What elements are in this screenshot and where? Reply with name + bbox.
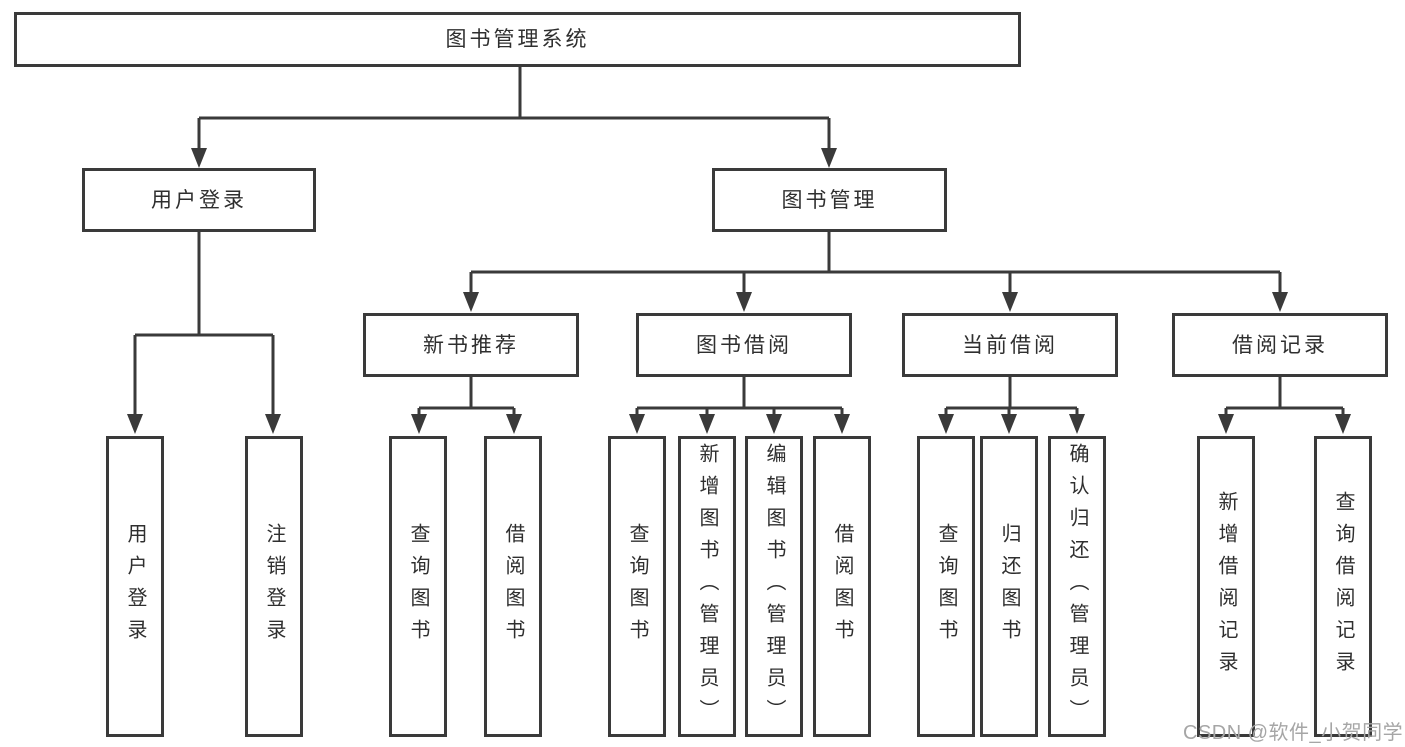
arrowhead: [506, 414, 522, 434]
arrowhead: [1218, 414, 1234, 434]
arrowhead: [1272, 292, 1288, 312]
node-new-book-recommend: 新书推荐: [363, 313, 579, 377]
arrowhead: [1001, 414, 1017, 434]
leaf-logout: 注销登录: [245, 436, 303, 737]
leaf-query-borrow-record-label: 查询借阅记录: [1332, 490, 1354, 683]
leaf-query-books-2: 查询图书: [608, 436, 666, 737]
arrowhead: [191, 148, 207, 168]
node-user-login: 用户登录: [82, 168, 316, 232]
arrowhead: [699, 414, 715, 434]
connector-userlogin-to-leaves: [133, 232, 275, 416]
leaf-add-books-admin: 新增图书（管理员）: [678, 436, 736, 737]
leaf-query-books-2-label: 查询图书: [626, 522, 648, 651]
connector-bookmgmt-to-level3: [469, 232, 1282, 294]
arrowhead: [1069, 414, 1085, 434]
node-borrowing-records: 借阅记录: [1172, 313, 1388, 377]
arrowhead: [938, 414, 954, 434]
leaf-query-books-1: 查询图书: [389, 436, 447, 737]
leaf-return-books-label: 归还图书: [998, 522, 1020, 651]
leaf-user-login-label: 用户登录: [124, 522, 146, 651]
node-book-borrowing: 图书借阅: [636, 313, 852, 377]
leaf-edit-books-admin: 编辑图书（管理员）: [745, 436, 803, 737]
connector-bookborrow-to-leaves: [635, 377, 844, 416]
node-root-label: 图书管理系统: [445, 28, 590, 51]
leaf-query-borrow-record: 查询借阅记录: [1314, 436, 1372, 737]
node-book-management-label: 图书管理: [781, 188, 878, 212]
node-borrowing-records-label: 借阅记录: [1232, 333, 1328, 357]
leaf-logout-label: 注销登录: [263, 522, 285, 651]
node-book-management: 图书管理: [712, 168, 947, 232]
leaf-borrow-books-2-label: 借阅图书: [831, 522, 853, 651]
leaf-confirm-return-admin: 确认归还（管理员）: [1048, 436, 1106, 737]
leaf-user-login: 用户登录: [106, 436, 164, 737]
connector-root-to-level2: [197, 67, 831, 150]
leaf-borrow-books-1: 借阅图书: [484, 436, 542, 737]
arrowhead: [1002, 292, 1018, 312]
arrowhead: [834, 414, 850, 434]
leaf-query-books-3-label: 查询图书: [935, 522, 957, 651]
arrowhead: [629, 414, 645, 434]
arrowhead: [821, 148, 837, 168]
leaf-borrow-books-2: 借阅图书: [813, 436, 871, 737]
node-book-borrowing-label: 图书借阅: [696, 333, 792, 357]
node-new-book-recommend-label: 新书推荐: [423, 333, 519, 357]
leaf-return-books: 归还图书: [980, 436, 1038, 737]
arrowhead: [1335, 414, 1351, 434]
leaf-add-borrow-record: 新增借阅记录: [1197, 436, 1255, 737]
connector-newbook-to-leaves: [417, 377, 516, 416]
node-root-system: 图书管理系统: [14, 12, 1021, 67]
arrowhead: [736, 292, 752, 312]
leaf-add-books-admin-label: 新增图书（管理员）: [696, 442, 718, 731]
leaf-edit-books-admin-label: 编辑图书（管理员）: [763, 442, 785, 731]
node-current-borrowing: 当前借阅: [902, 313, 1118, 377]
node-user-login-label: 用户登录: [151, 188, 247, 212]
arrowhead: [463, 292, 479, 312]
connector-borrowrecords-to-leaves: [1224, 377, 1345, 416]
csdn-watermark: CSDN @软件_小贺同学: [1183, 722, 1404, 744]
node-current-borrowing-label: 当前借阅: [962, 333, 1058, 357]
arrowhead: [127, 414, 143, 434]
arrowhead: [265, 414, 281, 434]
arrowhead: [766, 414, 782, 434]
arrowhead: [411, 414, 427, 434]
leaf-borrow-books-1-label: 借阅图书: [502, 522, 524, 651]
connector-currentborrow-to-leaves: [944, 377, 1079, 416]
leaf-add-borrow-record-label: 新增借阅记录: [1215, 490, 1237, 683]
leaf-confirm-return-admin-label: 确认归还（管理员）: [1066, 442, 1088, 731]
leaf-query-books-1-label: 查询图书: [407, 522, 429, 651]
leaf-query-books-3: 查询图书: [917, 436, 975, 737]
